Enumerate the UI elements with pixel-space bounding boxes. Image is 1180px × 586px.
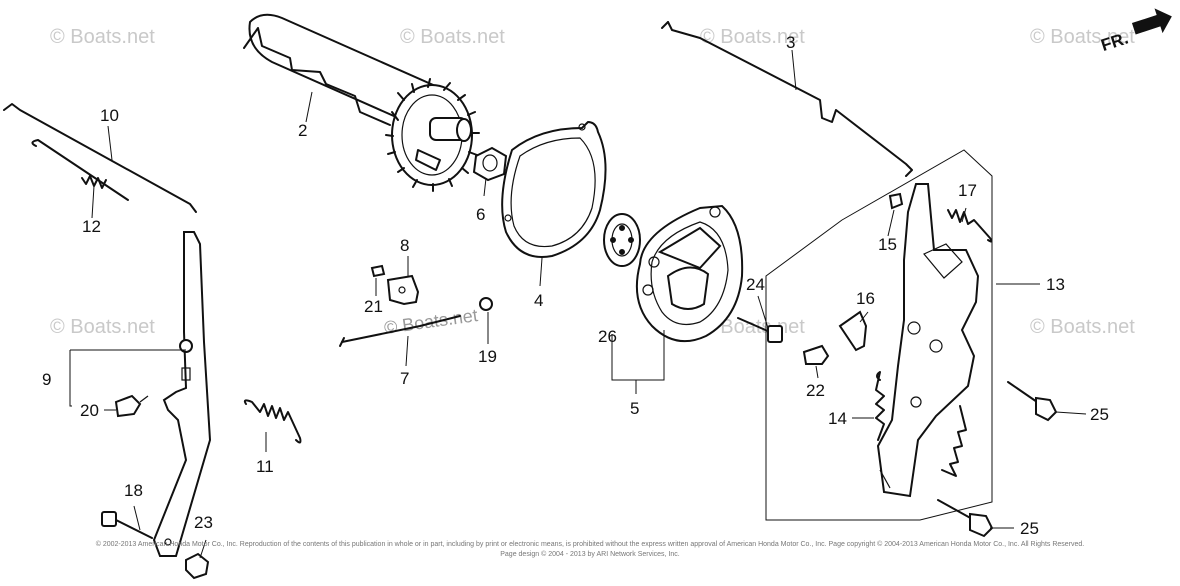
callout-4: 4 [534,291,543,310]
callout-24: 24 [746,275,765,294]
group-box-13 [765,149,993,521]
watermark-mid-left: © Boats.net [50,316,155,338]
fr-arrow-icon [1131,8,1172,35]
callout-8: 8 [400,236,409,255]
callout-18: 18 [124,481,143,500]
lever-part-9 [152,231,212,557]
bolt-part-24 [737,317,783,343]
nut-part-23 [185,552,210,580]
cover-part-5 [635,204,744,343]
callout-2: 2 [298,121,307,140]
collar-part-22 [802,344,830,365]
spring-part-11 [243,399,302,444]
bolt-part-25-upper [1007,381,1058,422]
callout-25-lower: 25 [1020,519,1039,538]
bolt-part-25-lower [937,499,994,538]
shaft-washer-part [472,146,508,182]
watermark-top-left: © Boats.net [50,26,155,48]
copyright-footer: © 2002-2013 American Honda Motor Co., In… [96,540,1085,558]
bracket-part-8 [386,274,420,306]
callout-labels: 10 12 2 3 6 4 8 21 7 19 9 20 11 18 23 26… [42,33,1109,538]
callout-20: 20 [80,401,99,420]
callout-9: 9 [42,370,51,389]
callout-12: 12 [82,217,101,236]
control-plate-part-13 [876,183,980,498]
bolt-part-18 [101,511,153,539]
watermark-top-far-right: © Boats.net [1030,26,1135,48]
callout-13: 13 [1046,275,1065,294]
copyright-line-1: © 2002-2013 American Honda Motor Co., In… [96,540,1085,548]
callout-25-upper: 25 [1090,405,1109,424]
callout-6: 6 [476,205,485,224]
callout-11: 11 [256,457,274,476]
rod-part-7 [339,315,461,347]
nut-part-19 [479,297,493,311]
leader-lines [69,49,1087,559]
callout-16: 16 [856,289,875,308]
callout-22: 22 [806,381,825,400]
watermark-top-right: © Boats.net [700,26,805,48]
callout-3: 3 [786,33,795,52]
spring-part-17 [947,209,993,243]
copyright-line-2: Page design © 2004 - 2013 by ARI Network… [500,550,680,558]
callout-17: 17 [958,181,977,200]
callout-5: 5 [630,399,639,418]
callout-14: 14 [828,409,847,428]
callout-7: 7 [400,369,409,388]
camshaft-gear-part [243,13,480,192]
callout-23: 23 [194,513,213,532]
gasket-part [501,121,607,258]
bearing-part [603,213,641,267]
callout-21: 21 [364,297,383,316]
spring-part-14 [875,371,885,441]
rod-part-3 [661,21,913,177]
watermark-top-center: © Boats.net [400,26,505,48]
callout-19: 19 [478,347,497,366]
screw-part-20 [114,394,149,418]
callout-26: 26 [598,327,617,346]
screw-part-21 [370,264,386,278]
clip-part-16 [838,310,868,352]
rod-part-10 [3,103,197,213]
watermark-mid-far-right: © Boats.net [1030,316,1135,338]
screw-part-15 [888,192,904,210]
callout-10: 10 [100,106,119,125]
callout-15: 15 [878,235,897,254]
watermark-center: © Boats.net [383,305,479,338]
